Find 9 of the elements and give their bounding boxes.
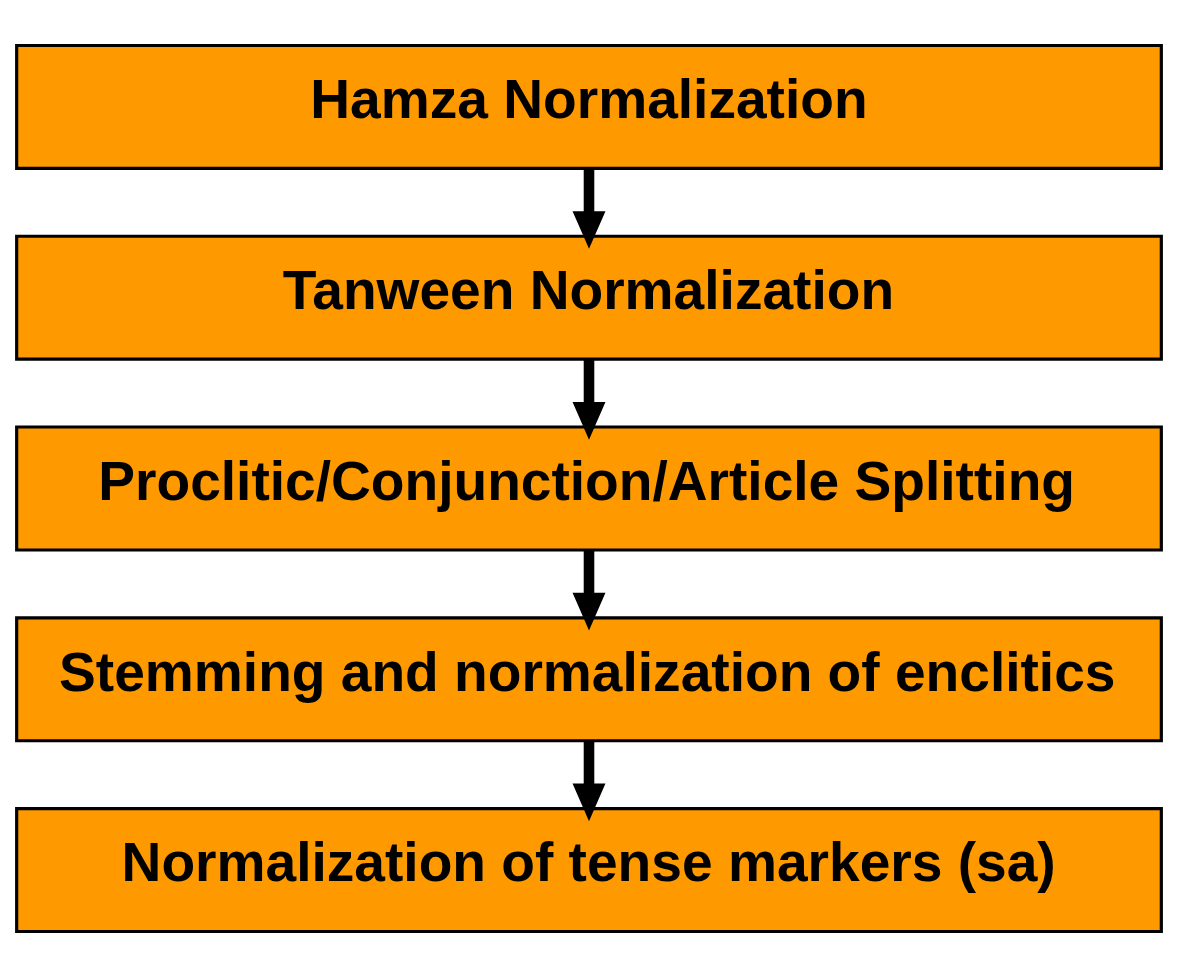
arrow — [572, 550, 606, 630]
node-box: Tanween Normalization — [15, 234, 1163, 361]
node-box: Normalization of tense markers (sa) — [15, 806, 1163, 933]
node-box: Proclitic/Conjunction/Article Splitting — [15, 424, 1163, 552]
node-box: Stemming and normalization of enclitics — [15, 615, 1163, 742]
arrow — [572, 168, 606, 249]
arrow — [572, 359, 606, 440]
arrow — [572, 740, 606, 821]
node-box: Hamza Normalization — [15, 43, 1163, 170]
